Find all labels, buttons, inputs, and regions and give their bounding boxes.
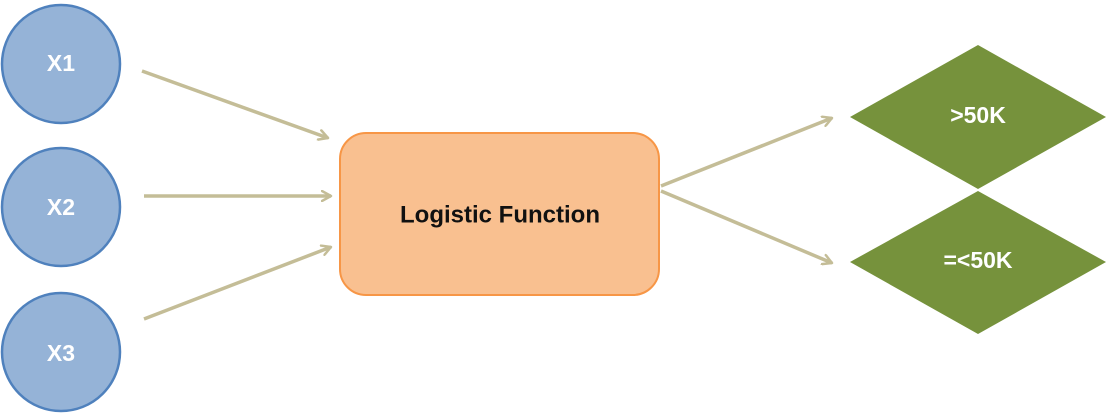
process-node: Logistic Function [339, 132, 660, 296]
arrow-function-to-under-50k [660, 189, 832, 263]
output-label-under-50k: =<50K [943, 247, 1012, 273]
output-arrows [660, 118, 832, 263]
output-diamond [850, 191, 1106, 334]
input-circle [0, 291, 122, 413]
arrow-function-to-over-50k [660, 118, 832, 188]
output-diamond [850, 45, 1106, 189]
output-node-over-50k: >50K [850, 45, 1106, 189]
input-circle [0, 3, 122, 125]
input-label-x3: X3 [47, 340, 75, 366]
input-node-x1: X1 [0, 3, 122, 125]
process-box [339, 132, 660, 296]
process-label: Logistic Function [400, 201, 600, 228]
output-node-under-50k: =<50K [850, 191, 1106, 334]
arrow-x3-to-function [143, 247, 331, 321]
input-node-x3: X3 [0, 291, 122, 413]
arrow-x1-to-function [141, 69, 328, 138]
input-label-x1: X1 [47, 50, 75, 76]
input-label-x2: X2 [47, 194, 75, 220]
output-label-over-50k: >50K [950, 102, 1006, 128]
input-node-x2: X2 [0, 146, 122, 268]
input-arrows [141, 69, 331, 321]
input-circle [0, 146, 122, 268]
